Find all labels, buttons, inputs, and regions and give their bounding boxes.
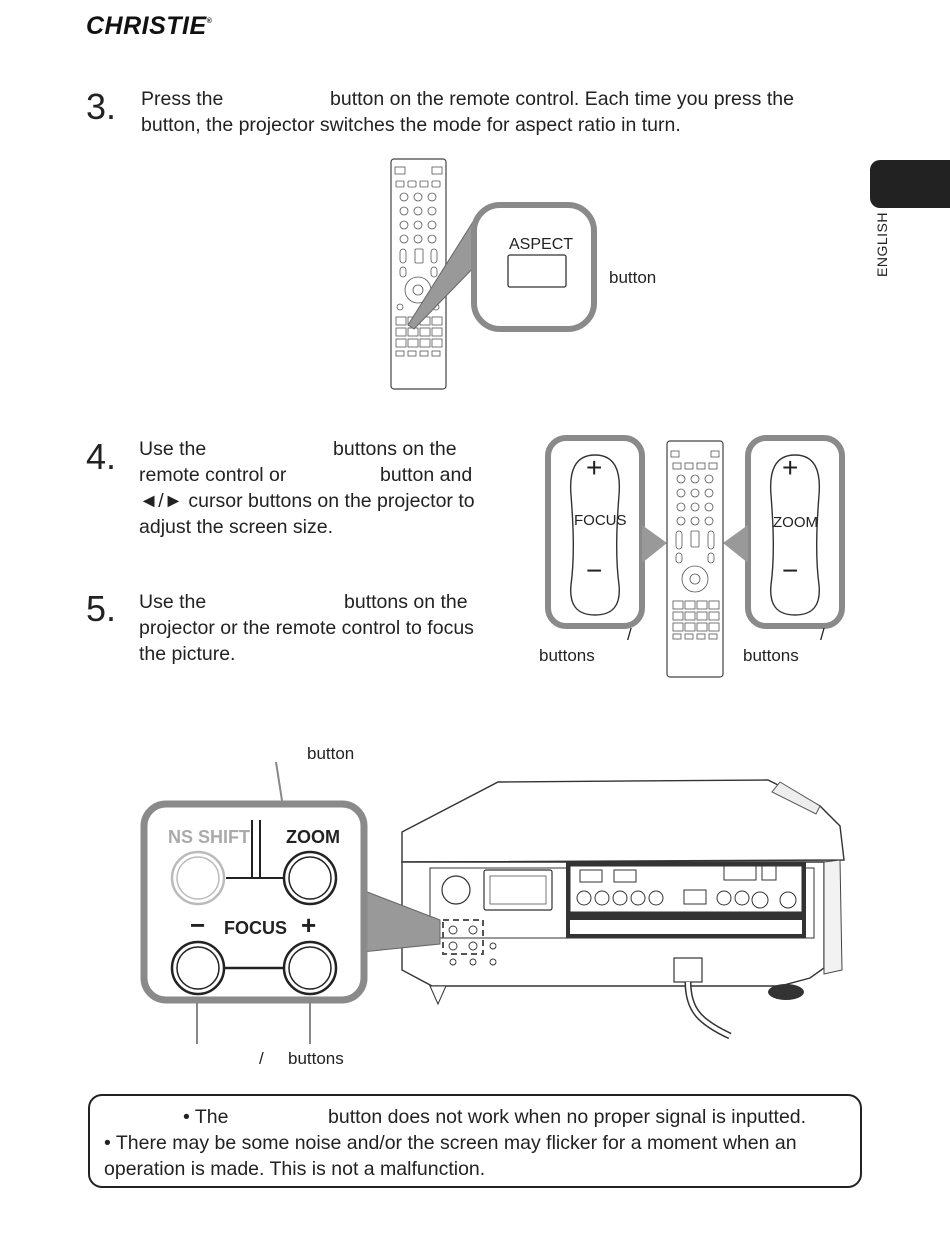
remote-focus-minus: − bbox=[586, 555, 603, 586]
step-4-line2-b: button and bbox=[380, 464, 473, 486]
panel-focus-buttons-label: buttons bbox=[288, 1049, 344, 1068]
note-line1-a: • The bbox=[183, 1106, 229, 1128]
step-3-line1-b: button on the remote control. Each time … bbox=[330, 88, 794, 110]
step-5-line3: the picture. bbox=[139, 643, 236, 665]
note-line2: • There may be some noise and/or the scr… bbox=[104, 1132, 797, 1154]
section-tab bbox=[870, 160, 950, 208]
brand-logo: CHRISTIE® bbox=[86, 12, 213, 40]
panel-lens-shift-key-label: NS SHIFT bbox=[168, 827, 251, 847]
step-3-line1-a: Press the bbox=[141, 88, 224, 110]
remote-control-drawing bbox=[390, 158, 447, 390]
focus-rocker-drawing bbox=[569, 454, 621, 616]
remote-zoom-plus: + bbox=[782, 452, 799, 483]
panel-focus-slash: / bbox=[259, 1049, 264, 1068]
step-4-line2-a: remote control or bbox=[139, 464, 287, 486]
aspect-key-drawing bbox=[507, 254, 567, 288]
remote-focus-slash: / bbox=[627, 625, 632, 644]
step-4-line1-b: buttons on the bbox=[333, 438, 457, 460]
remote-focus-zoom-illustration bbox=[545, 435, 845, 678]
remote-focus-buttons-label: buttons bbox=[539, 646, 595, 665]
aspect-key-label: ASPECT bbox=[509, 236, 574, 253]
aspect-button-label: button bbox=[609, 268, 657, 287]
panel-zoom-key-label: ZOOM bbox=[286, 827, 340, 847]
projector-panel-illustration bbox=[140, 761, 845, 1044]
step-4-number: 4. bbox=[86, 436, 117, 477]
step-4-line4: adjust the screen size. bbox=[139, 516, 334, 538]
language-label: ENGLISH bbox=[874, 212, 890, 277]
step-5-line2: projector or the remote control to focus bbox=[139, 617, 474, 639]
remote-zoom-label: ZOOM bbox=[773, 514, 818, 531]
remote-focus-label: FOCUS bbox=[574, 512, 627, 529]
step-5-number: 5. bbox=[86, 588, 117, 629]
projector-zoom-button-label: button bbox=[307, 744, 355, 763]
remote-zoom-buttons-label: buttons bbox=[743, 646, 799, 665]
projector-body-drawing bbox=[401, 779, 845, 1040]
note-line1-b: button does not work when no proper sign… bbox=[328, 1106, 807, 1128]
remote-focus-plus: + bbox=[586, 452, 603, 483]
remote-aspect-illustration bbox=[390, 158, 597, 390]
remote-control-drawing bbox=[666, 440, 724, 678]
step-5-line1-b: buttons on the bbox=[344, 591, 468, 613]
step-5-line1-a: Use the bbox=[139, 591, 207, 613]
remote-zoom-minus: − bbox=[782, 555, 799, 586]
step-3-number: 3. bbox=[86, 86, 117, 127]
step-4-line1-a: Use the bbox=[139, 438, 207, 460]
step-3-line2: button, the projector switches the mode … bbox=[141, 114, 681, 136]
panel-focus-plus: + bbox=[301, 910, 317, 940]
zoom-rocker-drawing bbox=[769, 454, 821, 616]
step-4-line3: ◄/► cursor buttons on the projector to bbox=[139, 490, 475, 512]
panel-focus-minus: − bbox=[190, 910, 206, 940]
note-box bbox=[88, 1094, 862, 1188]
remote-zoom-slash: / bbox=[820, 625, 825, 644]
note-line3: operation is made. This is not a malfunc… bbox=[104, 1158, 486, 1180]
panel-focus-label: FOCUS bbox=[224, 918, 287, 938]
